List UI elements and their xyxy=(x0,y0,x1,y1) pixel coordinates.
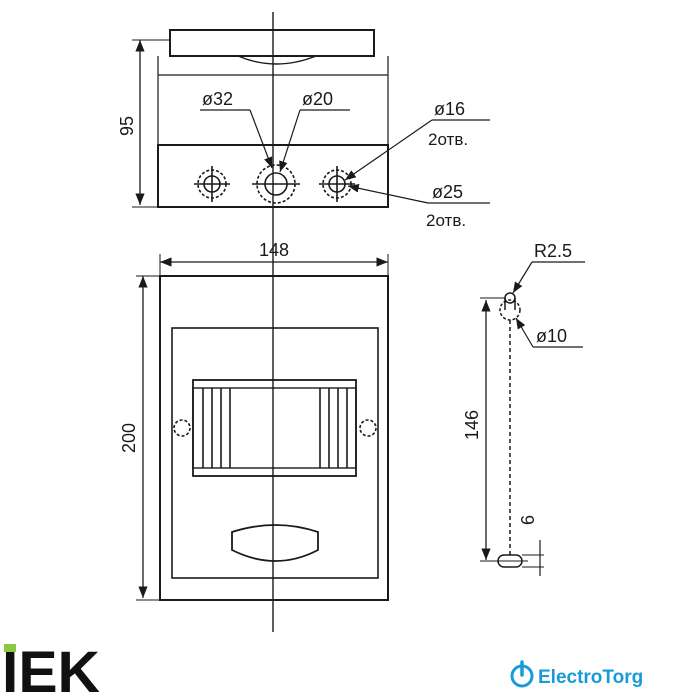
hole-d25-label: ø25 xyxy=(432,182,463,202)
radius-label: R2.5 xyxy=(534,241,572,261)
leader-d25 xyxy=(347,184,429,204)
leader-d20 xyxy=(279,109,301,173)
iek-logo: IEK xyxy=(2,640,100,700)
mounting-detail xyxy=(480,261,585,576)
hole-d32-label: ø32 xyxy=(202,89,233,109)
top-view-latch xyxy=(237,55,317,65)
leader-d16 xyxy=(344,119,433,181)
hole-d10-label: ø10 xyxy=(536,326,567,346)
leader-r25 xyxy=(512,261,533,294)
hole-d25-qty: 2отв. xyxy=(426,211,466,230)
dim-200-label: 200 xyxy=(119,423,139,453)
dim-146-label: 146 xyxy=(462,410,482,440)
hole-d20-label: ø20 xyxy=(302,89,333,109)
svg-text:IEK: IEK xyxy=(2,640,100,700)
knockout-hole-right xyxy=(319,166,355,202)
leader-d10 xyxy=(515,317,534,348)
screw-hole-right xyxy=(359,419,377,437)
dim-95-label: 95 xyxy=(117,116,137,136)
breaker-window-outer xyxy=(192,379,357,477)
dim-6-label: 6 xyxy=(518,515,538,525)
front-view xyxy=(136,254,389,601)
dim-148-label: 148 xyxy=(259,240,289,260)
hole-d16-qty: 2отв. xyxy=(428,130,468,149)
electrotorg-logo: ElectroTorg xyxy=(510,660,643,688)
front-view-outer xyxy=(159,275,389,601)
knockout-hole-center xyxy=(252,164,300,204)
leader-d32 xyxy=(249,109,273,169)
electrotorg-text: ElectroTorg xyxy=(538,667,643,688)
front-view-door xyxy=(171,327,379,579)
screw-hole-left xyxy=(173,419,191,437)
top-view-lid xyxy=(169,29,375,57)
top-view xyxy=(132,29,490,208)
breaker-window-inner xyxy=(192,387,357,469)
knockout-hole-left xyxy=(194,166,230,202)
door-handle xyxy=(231,524,319,562)
hole-d16-label: ø16 xyxy=(434,99,465,119)
iek-logo-accent xyxy=(4,644,16,652)
